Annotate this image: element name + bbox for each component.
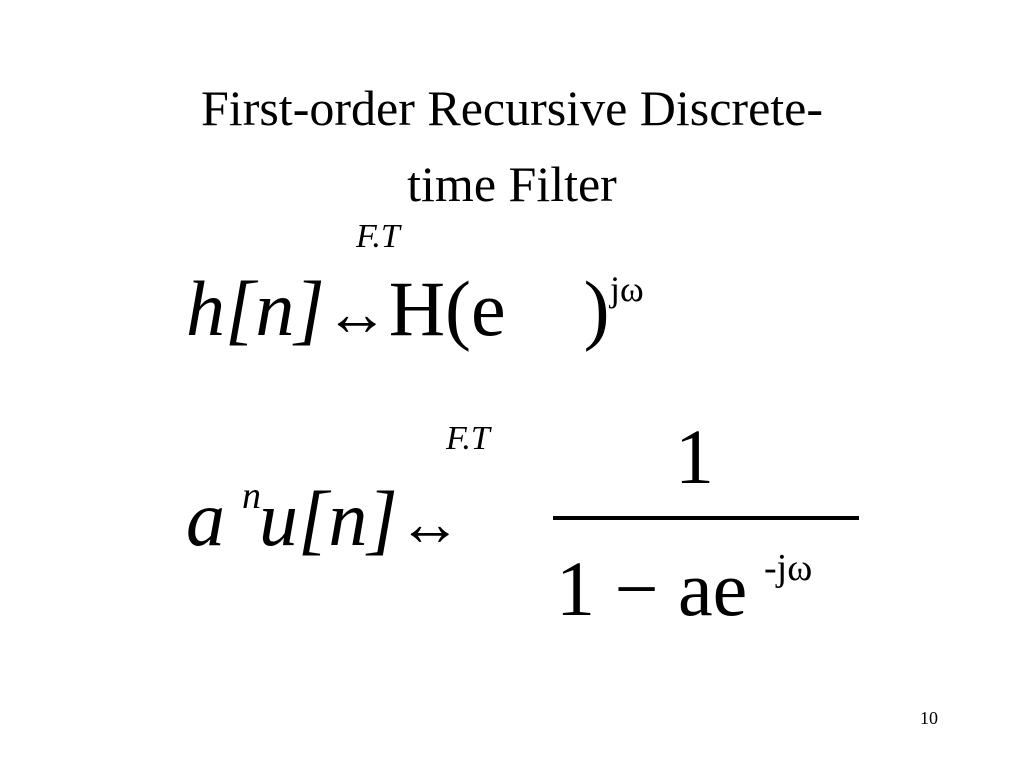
- eq1-rhs-exponent: jω: [610, 269, 644, 309]
- eq1-arrow: ↔: [324, 278, 389, 349]
- equation-1: h[n]↔H(e): [186, 270, 610, 348]
- eq2-arrow: ↔: [397, 488, 462, 559]
- eq2-numerator: 1: [675, 413, 714, 500]
- eq1-rhs-base: H(e: [388, 265, 506, 352]
- title-line-1: First-order Recursive Discrete-: [201, 80, 823, 136]
- fraction-bar: [553, 516, 859, 520]
- eq1-transform-label: F.T: [356, 218, 400, 255]
- eq2-denominator-exponent: -jω: [764, 547, 813, 589]
- eq2-lhs-exponent: n: [242, 475, 261, 517]
- eq2-denominator: 1 − ae: [556, 550, 747, 628]
- eq2-lhs-rest: u[n]: [259, 475, 398, 562]
- eq1-lhs: h[n]: [186, 265, 325, 352]
- eq1-rhs-close: ): [583, 265, 610, 352]
- slide-title: First-order Recursive Discrete- time Fil…: [0, 70, 1024, 222]
- page-number: 10: [920, 708, 938, 728]
- eq2-transform-label: F.T: [446, 420, 490, 457]
- eq2-lhs-base: a: [186, 475, 225, 562]
- eq2-denominator-base: 1 − ae: [556, 545, 748, 632]
- title-line-2: time Filter: [407, 156, 617, 212]
